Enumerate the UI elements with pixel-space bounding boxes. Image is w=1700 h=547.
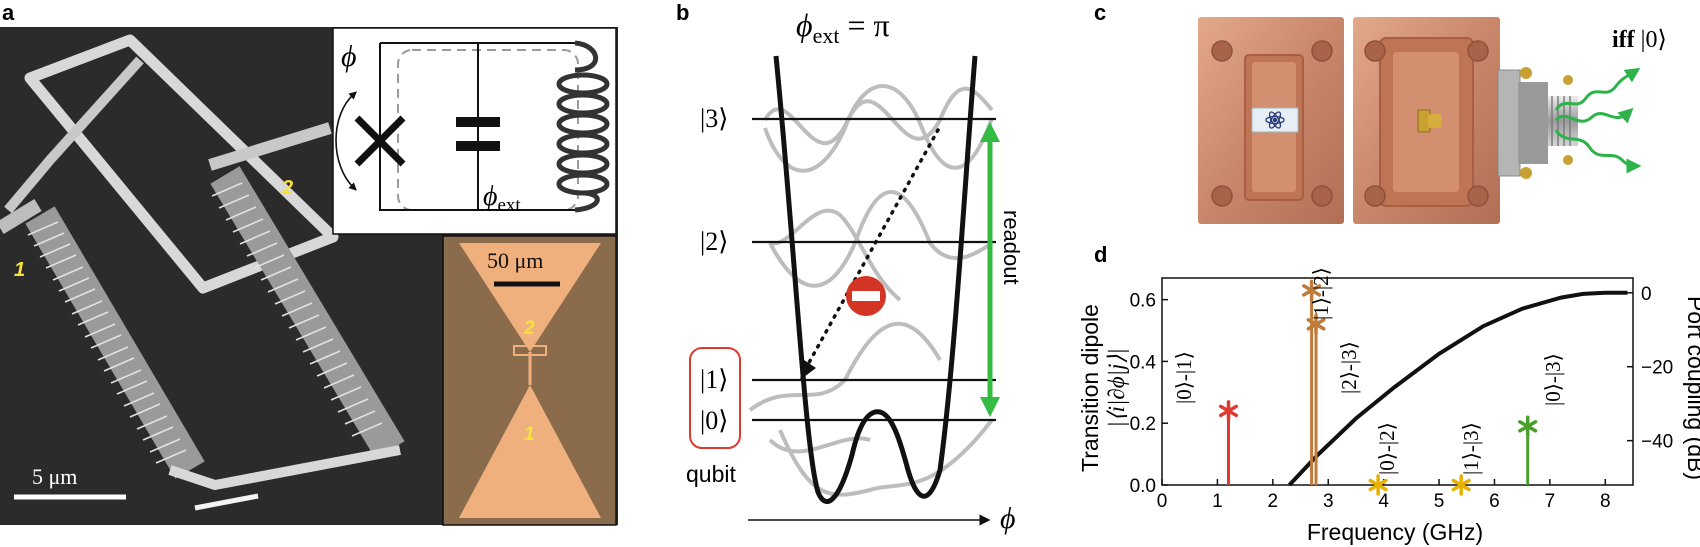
capacitor-icon [456, 117, 500, 151]
marker-1: 1 [14, 259, 25, 281]
transition-marker [1302, 279, 1322, 302]
y-right-tick-label: −20 [1641, 358, 1673, 379]
y-right-tick-label: 0 [1641, 284, 1652, 305]
transition-label: |1⟩-|3⟩ [1459, 422, 1483, 475]
transition-label: |0⟩-|1⟩ [1172, 351, 1196, 404]
flux-loop [397, 49, 579, 211]
y-right-tick-label: −40 [1641, 432, 1673, 453]
transition-label: |1⟩-|2⟩ [1309, 267, 1333, 320]
transition-label: |0⟩-|3⟩ [1541, 353, 1565, 406]
phi-axis-label: ϕ [1000, 502, 1016, 535]
potential-curve [773, 55, 978, 504]
plot-frame [1161, 277, 1634, 486]
transition-label: |2⟩-|3⟩ [1337, 341, 1361, 394]
transition-marker [1451, 474, 1471, 496]
x-tick-label: 8 [1600, 491, 1611, 512]
energy-levels [752, 117, 996, 422]
emission-condition: iff |0⟩ [1612, 27, 1667, 53]
panel-b-title: ϕext = π [796, 7, 890, 48]
x-tick-label: 6 [1489, 491, 1500, 512]
x-tick-label: 2 [1268, 491, 1279, 512]
left-lead [4, 56, 144, 214]
level-3-label: |3⟩ [700, 104, 728, 133]
wavefunction-2 [768, 190, 994, 288]
y-tick-label: 0.4 [1130, 352, 1157, 373]
antenna-inset: 50 μm 2 1 [442, 235, 617, 526]
x-tick-label: 0 [1157, 491, 1168, 512]
panel-d-label: d [1094, 242, 1107, 267]
cavity-half-right [1353, 17, 1500, 224]
y-tick-label: 0.6 [1130, 291, 1156, 312]
transitions: |0⟩-|1⟩ |1⟩-|2⟩|2⟩-|3⟩ |0⟩-|2⟩ |1⟩-|3⟩ |0⟩-|… [1172, 267, 1565, 496]
scale-bar-label: 5 μm [32, 464, 77, 489]
forbidden-decay-arrow [804, 128, 940, 370]
transition-marker [1306, 313, 1326, 336]
wavefunction-3 [763, 84, 994, 173]
emission-waves [1554, 67, 1642, 174]
transition-marker [1518, 415, 1538, 438]
circuit-phi-ext: ϕext [483, 181, 521, 216]
y-tick-label: 0.2 [1130, 414, 1156, 435]
panel-c-label: c [1094, 0, 1106, 25]
panel-c: c [1094, 0, 1667, 224]
circuit-inset: ϕ ϕext [332, 27, 617, 235]
x-tick-label: 3 [1323, 491, 1334, 512]
inset-marker-1: 1 [524, 424, 535, 445]
inductor-icon [556, 40, 610, 213]
qubit-label: qubit [686, 461, 736, 487]
right-lead [208, 122, 332, 171]
cavity-half-left [1198, 17, 1344, 224]
y-tick-label: 0.0 [1130, 476, 1156, 497]
atom-icon [1265, 111, 1285, 129]
ylabel-left-line1: Transition dipole [1077, 304, 1103, 472]
inset-scale-label: 50 μm [487, 248, 543, 273]
junction-array-right [210, 166, 405, 459]
x-tick-label: 5 [1434, 491, 1445, 512]
marker-2: 2 [281, 177, 293, 199]
josephson-junction-icon [354, 115, 406, 167]
x-tick-label: 7 [1545, 491, 1556, 512]
panel-a: a [0, 0, 618, 526]
antenna-bottom [459, 385, 601, 518]
circuit-phi: ϕ [341, 40, 357, 73]
ylabel-right: Port coupling (dB) [1683, 296, 1700, 480]
readout-label: readout [999, 210, 1024, 285]
level-1-label: |1⟩ [700, 365, 728, 394]
panel-b: b ϕext = π |3⟩ |2⟩ |1⟩ |0⟩ qubit [676, 0, 1024, 535]
axis-ticks: 0 1 2 3 4 5 6 7 8 0.0 0.2 0.4 0.6 0 −20 −40 [1130, 284, 1674, 512]
wavefunction-1 [748, 321, 942, 412]
wavefunction-0 [778, 418, 994, 497]
inset-marker-2: 2 [523, 318, 535, 339]
loop-outline [24, 34, 339, 294]
level-2-label: |2⟩ [700, 227, 728, 256]
level-0-label: |0⟩ [700, 406, 728, 435]
transition-label: |0⟩-|2⟩ [1375, 422, 1399, 475]
junction-array-left [25, 206, 205, 479]
x-tick-label: 1 [1212, 491, 1223, 512]
x-tick-label: 4 [1378, 491, 1389, 512]
panel-b-label: b [676, 0, 689, 25]
port-coupling-curve [1287, 290, 1628, 487]
panel-d: d 0 1 2 3 4 5 6 7 8 0.0 0.2 0.4 0.6 0 −20 −40 |0⟩-|1⟩ |1… [1077, 242, 1700, 545]
xlabel: Frequency (GHz) [1307, 519, 1483, 545]
sma-connector [1497, 67, 1578, 179]
phi-arrow [335, 91, 358, 191]
no-entry-icon [846, 276, 886, 316]
qubit-box [689, 347, 741, 449]
ylabel-left-line2: |⟨i|∂ϕ|j⟩| [1104, 348, 1129, 427]
transition-marker [1368, 474, 1388, 496]
transition-marker [1218, 400, 1239, 422]
panel-a-label: a [2, 0, 15, 25]
antenna-top [459, 243, 601, 352]
